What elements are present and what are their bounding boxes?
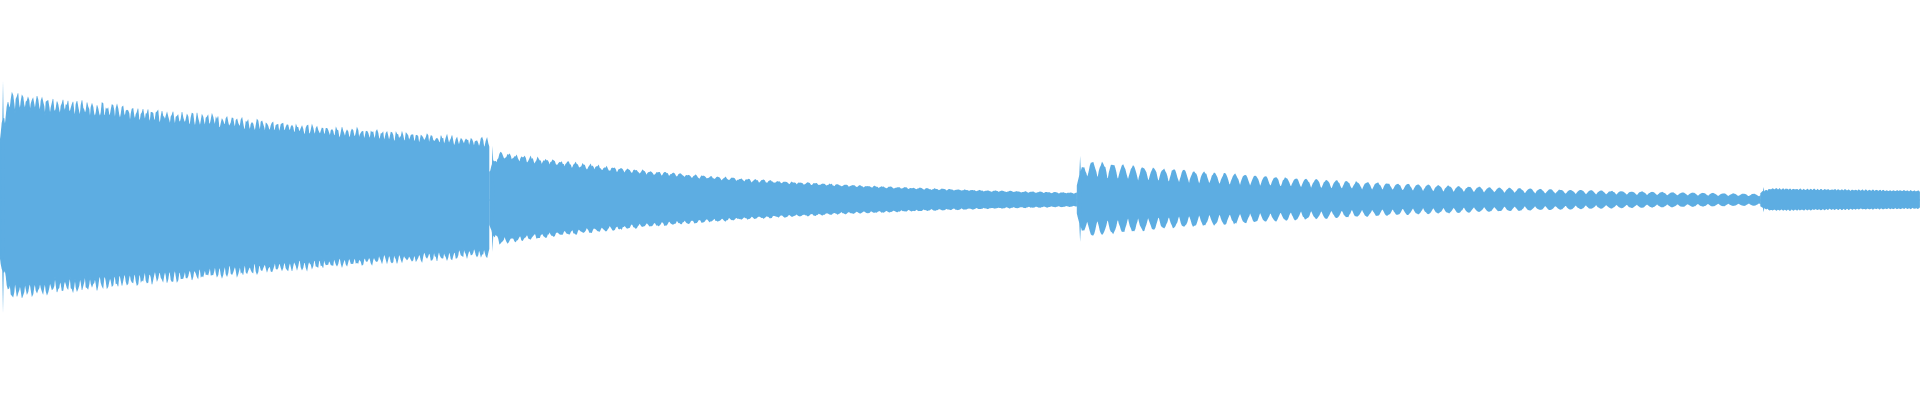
waveform-transient [490,145,495,252]
waveform-segment [489,151,1077,245]
waveform-envelope [0,80,1920,314]
waveform-transient [1,80,5,314]
waveform-transient [1078,155,1083,242]
waveform-segment [1076,161,1761,236]
waveform-segment [0,91,490,298]
